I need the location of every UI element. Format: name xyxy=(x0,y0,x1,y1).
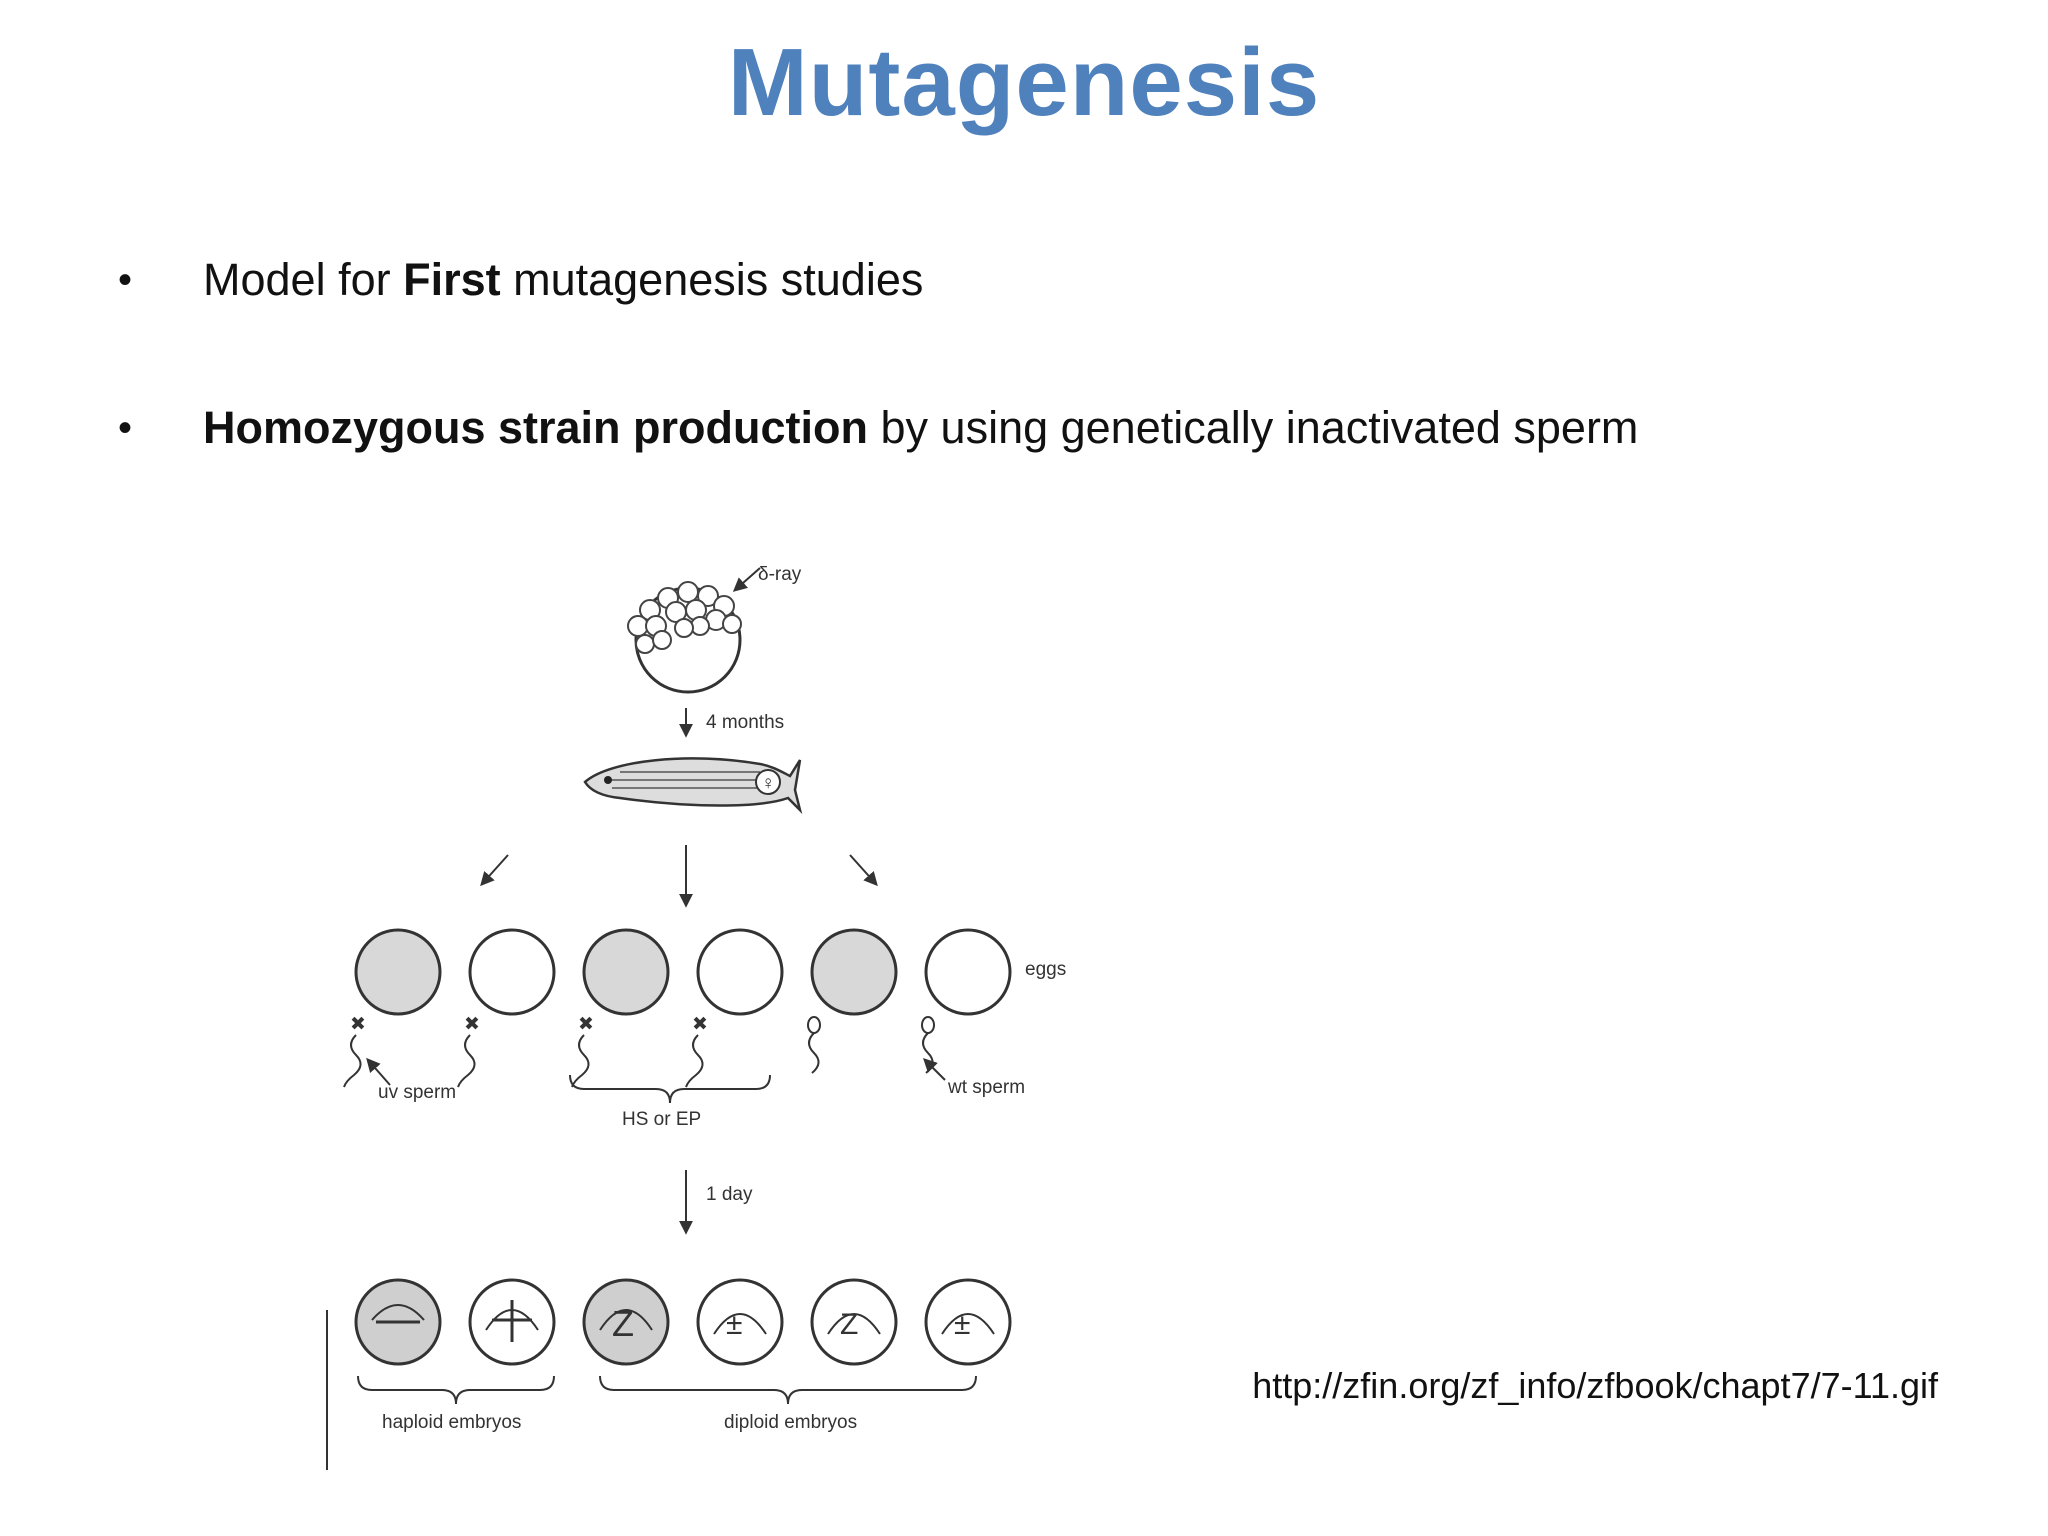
embryos-row: Z ± Z ± xyxy=(354,1278,1012,1366)
label-haploid-embryos: haploid embryos xyxy=(382,1412,521,1433)
label-diploid-embryos: diploid embryos xyxy=(724,1412,857,1433)
bullet-text-bold: First xyxy=(403,254,501,305)
bullet-text-bold: Homozygous strain production xyxy=(203,402,869,453)
bullet-item-first-model: • Model for First mutagenesis studies xyxy=(118,250,1968,310)
svg-text:✖: ✖ xyxy=(578,1014,594,1035)
bullet-dot: • xyxy=(118,258,133,302)
slide-title: Mutagenesis xyxy=(727,29,1321,136)
bullet-text-before: Model for xyxy=(203,254,404,305)
female-symbol: ♀ xyxy=(761,773,775,794)
female-fish-icon: ♀ xyxy=(583,757,803,815)
label-uv-sperm: uv sperm xyxy=(378,1082,456,1103)
svg-text:Z: Z xyxy=(840,1308,858,1341)
label-eggs: eggs xyxy=(1025,959,1066,980)
svg-text:✖: ✖ xyxy=(464,1014,480,1035)
svg-text:Z: Z xyxy=(612,1303,634,1344)
label-4-months: 4 months xyxy=(706,712,784,733)
sperm-row: ✖ ✖ ✖ ✖ xyxy=(343,1014,935,1088)
label-wt-sperm: wt sperm xyxy=(947,1077,1025,1098)
label-ray: δ-ray xyxy=(758,564,802,585)
irradiated-embryo xyxy=(627,581,742,694)
bullet-text-after: mutagenesis studies xyxy=(500,254,924,305)
label-hs-ep: HS or EP xyxy=(622,1109,701,1130)
bullet-list: • Model for First mutagenesis studies • … xyxy=(118,250,1968,458)
bullet-item-homozygous: • Homozygous strain production by using … xyxy=(118,398,1968,458)
svg-text:±: ± xyxy=(954,1308,970,1341)
label-1-day: 1 day xyxy=(706,1184,753,1205)
bullet-dot: • xyxy=(118,406,133,450)
source-url: http://zfin.org/zf_info/zfbook/chapt7/7-… xyxy=(1252,1365,1938,1406)
svg-text:✖: ✖ xyxy=(692,1014,708,1035)
mutagenesis-diagram: δ-ray 4 months ♀ eggs ✖ ✖ ✖ ✖ xyxy=(326,564,1066,1470)
eggs-row xyxy=(354,928,1012,1016)
svg-text:±: ± xyxy=(726,1308,742,1341)
svg-text:✖: ✖ xyxy=(350,1014,366,1035)
bullet-text-after: by using genetically inactivated sperm xyxy=(868,402,1639,453)
